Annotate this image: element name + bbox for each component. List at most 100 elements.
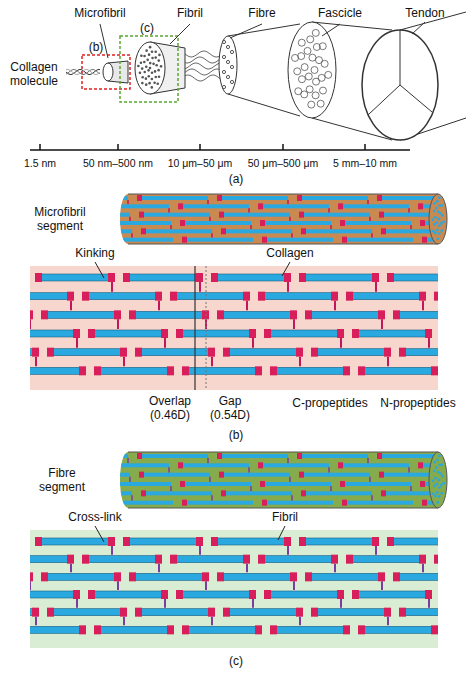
rod-cap bbox=[98, 462, 103, 468]
n-propeptide bbox=[372, 537, 379, 546]
link-line bbox=[164, 599, 166, 608]
collagen-rod bbox=[30, 330, 77, 337]
fibril-dot bbox=[143, 55, 146, 58]
link-line bbox=[422, 301, 424, 311]
link-line bbox=[293, 581, 295, 590]
fascicle-fibre bbox=[308, 101, 315, 108]
fascicle-fibre bbox=[319, 87, 326, 94]
microfibril-strip bbox=[0, 266, 472, 390]
end-dot bbox=[431, 218, 434, 221]
c-propeptide bbox=[94, 625, 101, 634]
n-propeptide bbox=[30, 572, 33, 581]
collagen-rod bbox=[267, 330, 341, 337]
end-dot bbox=[433, 470, 436, 473]
n-propeptide bbox=[337, 590, 344, 599]
collagen-rod bbox=[349, 293, 423, 300]
n-propeptide bbox=[67, 555, 74, 564]
fibril-dot bbox=[153, 81, 156, 84]
fibril-dot bbox=[146, 59, 149, 62]
rod-cap bbox=[418, 203, 423, 209]
end-dot bbox=[433, 485, 436, 488]
end-dot bbox=[438, 196, 441, 199]
cylinder-rod bbox=[224, 229, 292, 233]
n-propeptide bbox=[208, 608, 215, 617]
c-propeptide bbox=[352, 329, 359, 338]
cylinder-rod bbox=[183, 482, 251, 486]
c-propeptide bbox=[270, 366, 277, 375]
cylinder-link bbox=[131, 495, 133, 500]
fibril-dot bbox=[149, 67, 152, 70]
fascicle-fibre bbox=[295, 88, 302, 95]
end-dot bbox=[438, 454, 441, 457]
c-propeptide bbox=[94, 366, 101, 375]
cylinder-outline bbox=[128, 194, 438, 244]
cylinder-link bbox=[410, 486, 412, 491]
fascicle-fibre bbox=[298, 76, 305, 83]
link-line bbox=[299, 617, 301, 626]
fibre-dot bbox=[226, 60, 229, 63]
cylinder-link bbox=[410, 225, 412, 229]
collagen-rod bbox=[355, 591, 429, 598]
cylinder-rod bbox=[263, 221, 331, 225]
n-propeptide bbox=[290, 310, 297, 319]
fibril-dot bbox=[151, 57, 154, 60]
link-line bbox=[381, 581, 383, 590]
cylinder-rod bbox=[103, 221, 171, 225]
end-dot bbox=[436, 459, 439, 462]
cylinder-rod bbox=[140, 454, 208, 458]
fibril-dot bbox=[145, 65, 148, 68]
fibre-dot bbox=[230, 50, 233, 53]
collagen-rod bbox=[314, 609, 388, 616]
cylinder-rod bbox=[341, 463, 409, 467]
cylinder-link bbox=[129, 477, 131, 482]
link-line bbox=[199, 546, 201, 555]
n-propeptide bbox=[243, 292, 250, 301]
rod-cap bbox=[182, 237, 187, 243]
link-line bbox=[205, 581, 207, 590]
rod-cap bbox=[57, 453, 62, 459]
fibril-dot bbox=[151, 86, 154, 89]
rod-cap bbox=[139, 212, 144, 218]
cylinder-rod bbox=[300, 196, 368, 200]
label: N-propeptides bbox=[380, 396, 455, 410]
cylinder-link bbox=[287, 200, 289, 204]
cylinder-link bbox=[248, 467, 250, 472]
collagen-rod bbox=[267, 591, 341, 598]
collagen-rod bbox=[308, 573, 382, 580]
cylinder-link bbox=[209, 477, 211, 482]
cylinder-link bbox=[449, 477, 451, 482]
n-propeptide bbox=[284, 273, 291, 282]
n-propeptide bbox=[290, 572, 297, 581]
rod-cap bbox=[258, 203, 263, 209]
collagen-rod bbox=[50, 609, 124, 616]
cylinder-rod bbox=[181, 204, 249, 208]
cylinder-rod bbox=[222, 473, 290, 477]
rod-cap bbox=[217, 453, 222, 459]
cylinder-link bbox=[291, 233, 293, 237]
scale-bar bbox=[30, 149, 410, 151]
end-dot bbox=[435, 466, 438, 469]
cylinder-link bbox=[170, 486, 172, 491]
fibril-dot bbox=[147, 69, 150, 72]
end-dot bbox=[437, 479, 440, 482]
n-propeptide bbox=[343, 366, 350, 375]
rod-cap bbox=[139, 472, 144, 478]
c-propeptide bbox=[358, 366, 365, 375]
collagen-rod bbox=[173, 556, 247, 563]
cylinder-rod bbox=[265, 238, 333, 242]
n-propeptide bbox=[32, 348, 39, 357]
rod-cap bbox=[340, 481, 345, 487]
link-line bbox=[381, 319, 383, 329]
cylinder-rod bbox=[261, 463, 329, 467]
label: (b) bbox=[229, 428, 244, 442]
end-dot bbox=[436, 501, 439, 504]
cylinder-link bbox=[451, 233, 453, 237]
n-propeptide bbox=[114, 572, 121, 581]
c-propeptide bbox=[135, 348, 142, 357]
collagen-rod bbox=[30, 591, 77, 598]
cylinder-link bbox=[447, 458, 449, 463]
c-propeptide bbox=[217, 310, 224, 319]
n-propeptide bbox=[167, 366, 174, 375]
rod-cap bbox=[141, 228, 146, 234]
rod-cap bbox=[381, 228, 386, 234]
